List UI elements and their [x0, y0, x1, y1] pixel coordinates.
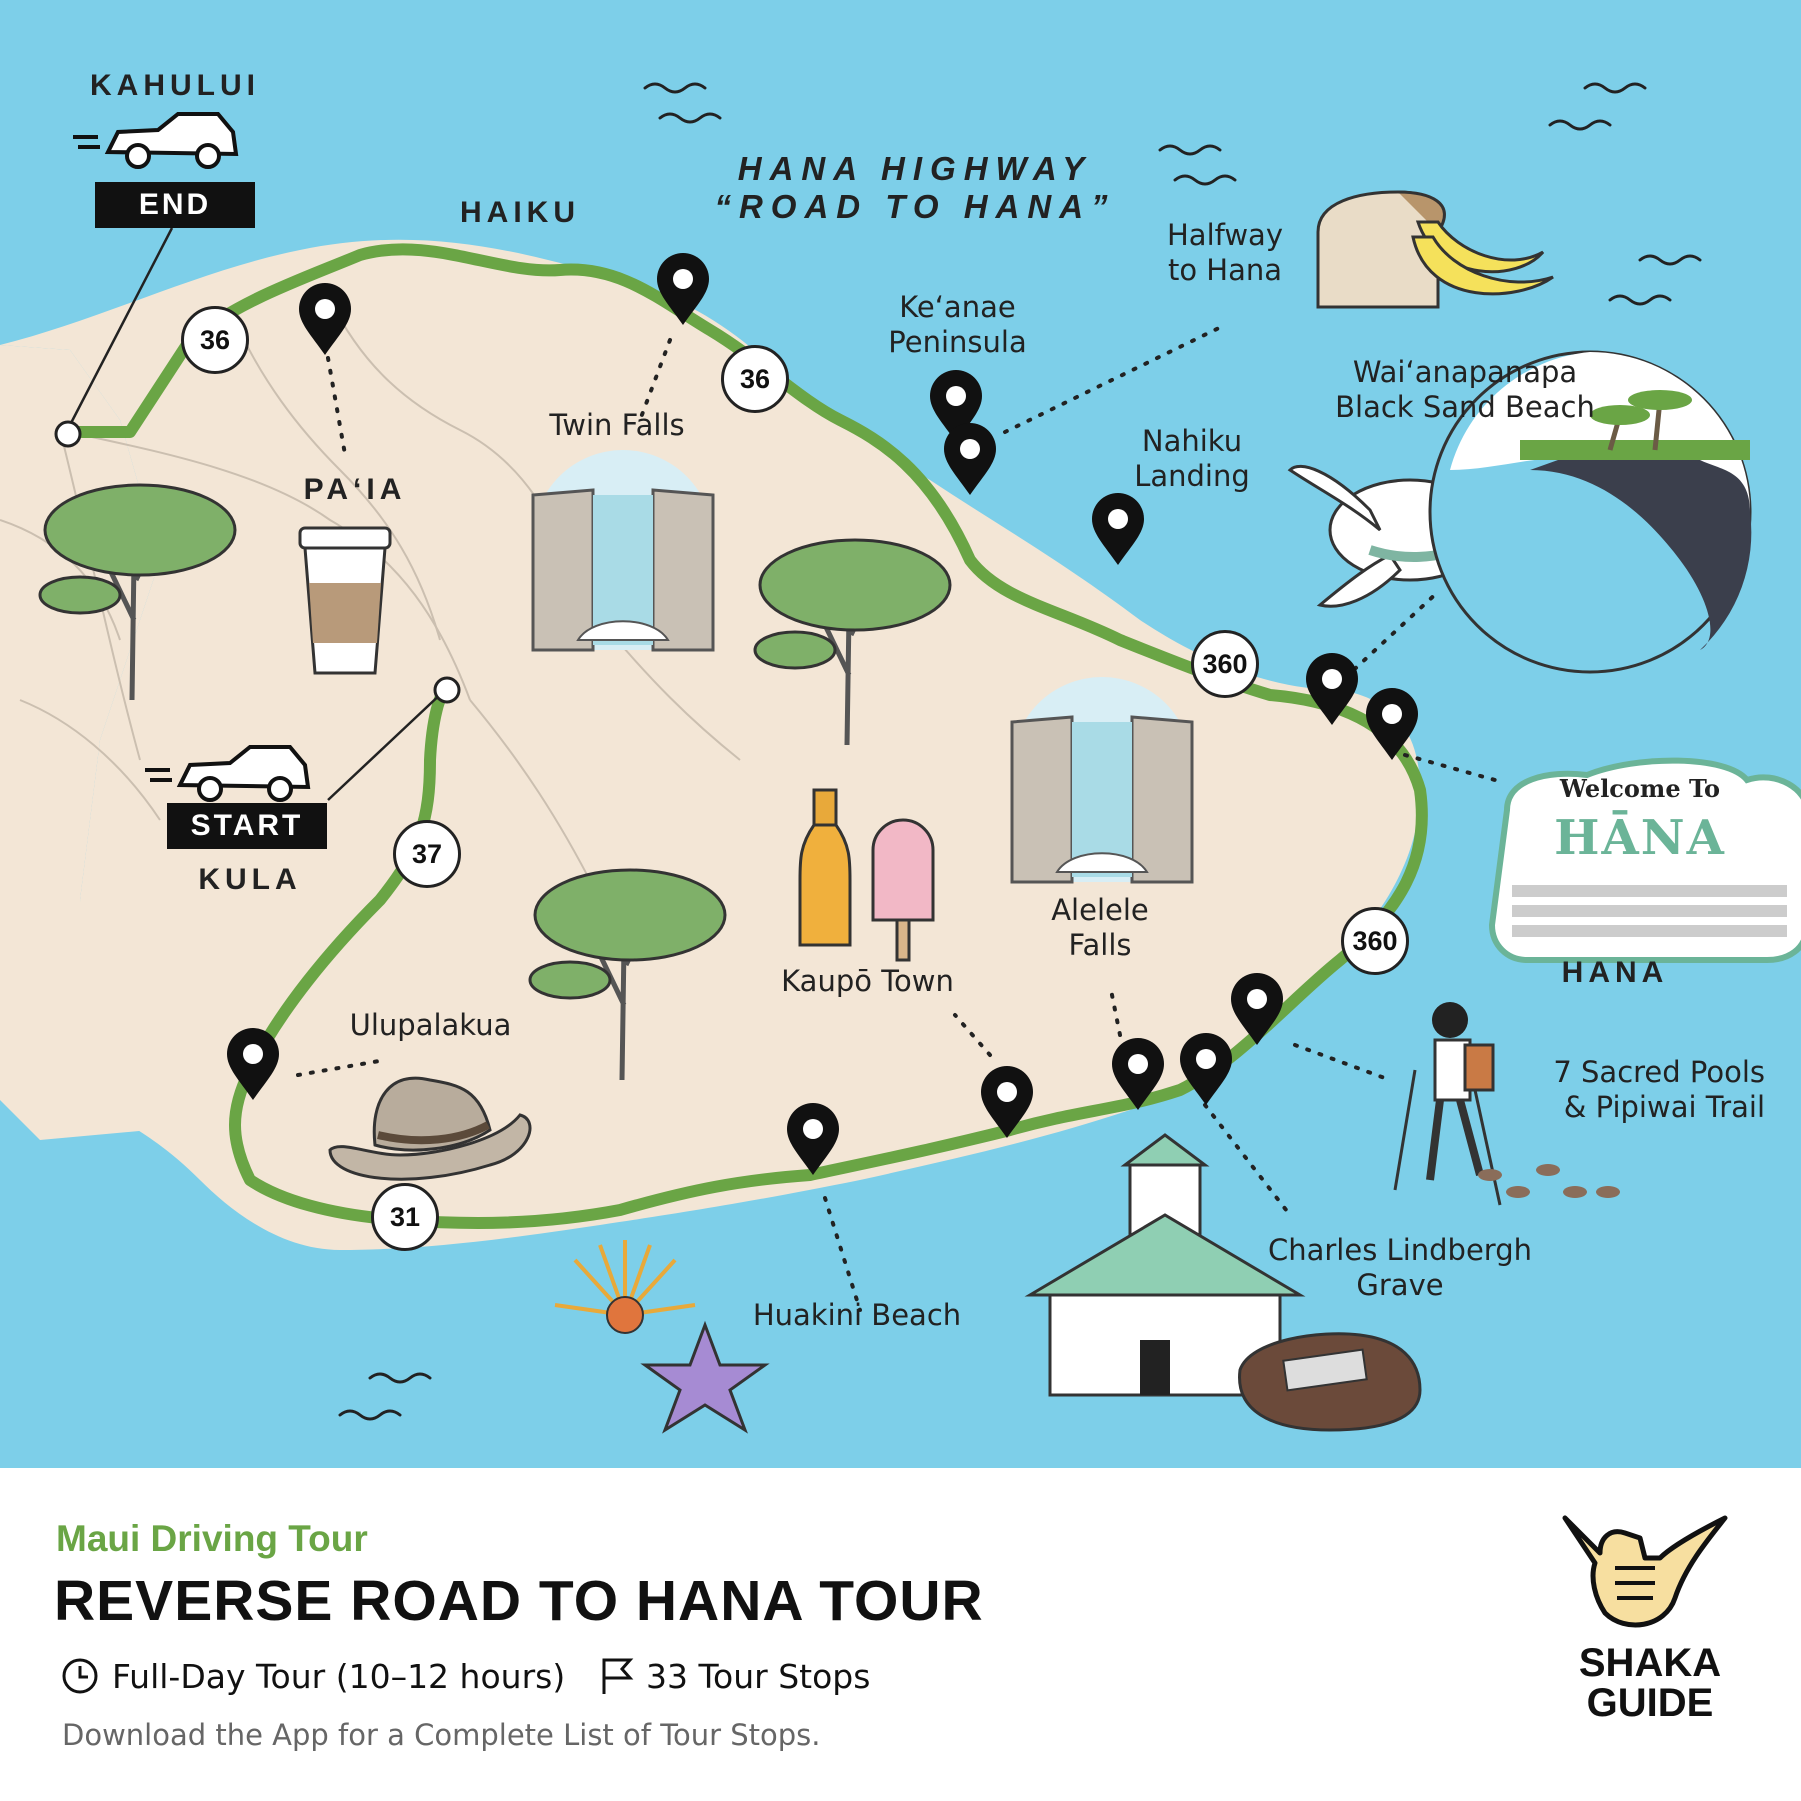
welcome-hana-sign [1488, 757, 1801, 963]
maui-map [0, 0, 1801, 1468]
label-waianapanapa-line1: Wai‘anapanapa [1352, 355, 1578, 389]
label-kaupo: Kaupō Town [781, 964, 954, 998]
pin-twin-falls-icon [657, 253, 709, 325]
footer-stops-text: 33 Tour Stops [646, 1656, 871, 1696]
pin-halfway-icon [944, 423, 996, 495]
cowboy-hat-icon [328, 1076, 532, 1181]
label-alelele-line2: Falls [1068, 927, 1132, 962]
label-lindbergh: Charles Lindbergh Grave [1255, 1233, 1545, 1303]
label-keanae: Ke‘anae Peninsula [870, 290, 1045, 360]
hiker-icon [1393, 1002, 1502, 1206]
label-waianapanapa: Wai‘anapanapa Black Sand Beach [1315, 355, 1615, 425]
brand-line2: GUIDE [1586, 1681, 1714, 1725]
footer-stops: 33 Tour Stops [600, 1656, 870, 1696]
footer-duration: Full-Day Tour (10–12 hours) [60, 1656, 565, 1696]
highway-title-line2: “ROAD TO HANA” [714, 187, 1116, 225]
car-start-icon [145, 745, 311, 802]
pin-lindbergh-icon [1180, 1033, 1232, 1105]
driving-route [56, 243, 1428, 1229]
label-ulupalakua: Ulupalakua [349, 1008, 512, 1042]
black-sand-beach-icon [1428, 350, 1752, 674]
tree-icon [753, 538, 952, 746]
start-connector [327, 689, 446, 801]
brand-logo: SHAKA GUIDE [1550, 1643, 1750, 1723]
label-sacred-pools: 7 Sacred Pools & Pipiwai Trail [1525, 1055, 1765, 1125]
footer: Maui Driving Tour REVERSE ROAD TO HANA T… [0, 1468, 1801, 1801]
label-halfway-line1: Halfway [1167, 218, 1283, 252]
grave-stone-icon [1238, 1332, 1422, 1432]
bread-banana-icon [1316, 190, 1554, 309]
town-haiku: HAIKU [460, 196, 580, 229]
pin-waianapanapa-icon [1306, 653, 1358, 725]
label-lindbergh-line2: Grave [1356, 1267, 1444, 1302]
shaka-hand-icon [1562, 1515, 1728, 1628]
footer-title: REVERSE ROAD TO HANA TOUR [54, 1569, 984, 1633]
land-haleakala [0, 239, 1420, 1251]
footer-subtitle: Maui Driving Tour [56, 1518, 368, 1559]
end-connector [68, 227, 174, 426]
waterfall-alelele-icon [1010, 677, 1194, 884]
starfish-icon [640, 1320, 770, 1434]
end-tag: END [95, 182, 255, 228]
hana-sign-welcome: Welcome To [1559, 774, 1721, 803]
pin-nahiku-icon [1092, 493, 1144, 565]
label-keanae-line2: Peninsula [888, 324, 1027, 359]
clock-icon [62, 1658, 98, 1694]
route-shield-37: 37 [393, 820, 461, 888]
label-alelele-line1: Alelele [1051, 893, 1149, 927]
highway-title-line1: HANA HIGHWAY [737, 150, 1093, 187]
label-waianapanapa-line2: Black Sand Beach [1335, 389, 1595, 424]
pin-hana-icon [1366, 688, 1418, 760]
location-pins [227, 253, 1418, 1175]
route-shield-360: 360 [1341, 907, 1409, 975]
flag-icon [602, 1658, 634, 1694]
leader-lines [296, 323, 1497, 1312]
brand-line1: SHAKA [1578, 1641, 1722, 1685]
end-point [54, 420, 82, 448]
route-shield-36: 36 [721, 345, 789, 413]
town-paia: PA‘IA [303, 473, 407, 506]
coffee-cup-icon [298, 526, 392, 675]
pin-kaupo-icon [981, 1066, 1033, 1138]
pin-alelele-icon [1112, 1038, 1164, 1110]
label-keanae-line1: Ke‘anae [899, 290, 1016, 324]
tree-icon [528, 868, 727, 1081]
route-shield-36: 36 [181, 306, 249, 374]
label-halfway: Halfway to Hana [1150, 218, 1300, 288]
sea-urchin-icon [554, 1240, 696, 1334]
town-kahului: KAHULUI [90, 69, 260, 102]
label-nahiku: Nahiku Landing [1122, 424, 1262, 494]
pin-sacred-pools-icon [1231, 973, 1283, 1045]
soda-bottle-icon [798, 788, 852, 947]
hana-sign-name: HĀNA [1554, 810, 1726, 866]
label-sacred-pools-line2: & Pipiwai Trail [1563, 1089, 1765, 1124]
pin-huakini-icon [787, 1103, 839, 1175]
label-sacred-pools-line1: 7 Sacred Pools [1553, 1055, 1765, 1089]
route-shield-31: 31 [371, 1183, 439, 1251]
route-shield-360: 360 [1191, 630, 1259, 698]
footprints-icon [1478, 1164, 1620, 1198]
waterfall-twin-falls-icon [531, 450, 715, 652]
tree-icon [38, 483, 237, 701]
label-twin-falls: Twin Falls [549, 408, 685, 442]
popsicle-icon [871, 818, 935, 962]
pin-paia-icon [299, 283, 351, 355]
start-point [433, 676, 461, 704]
pin-ulupalakua-icon [227, 1028, 279, 1100]
label-nahiku-line2: Landing [1134, 458, 1250, 493]
footer-note: Download the App for a Complete List of … [62, 1718, 821, 1752]
town-kula: KULA [198, 863, 302, 896]
label-halfway-line2: to Hana [1167, 252, 1283, 287]
start-tag: START [167, 803, 327, 849]
label-alelele: Alelele Falls [1030, 893, 1170, 963]
label-lindbergh-line1: Charles Lindbergh [1267, 1233, 1532, 1267]
car-end-icon [73, 112, 239, 169]
label-huakini: Huakini Beach [752, 1298, 962, 1332]
town-hana: HANA [1561, 956, 1669, 989]
label-nahiku-line1: Nahiku [1141, 424, 1243, 458]
highway-title: HANA HIGHWAY “ROAD TO HANA” [705, 150, 1125, 226]
footer-duration-text: Full-Day Tour (10–12 hours) [112, 1656, 566, 1696]
